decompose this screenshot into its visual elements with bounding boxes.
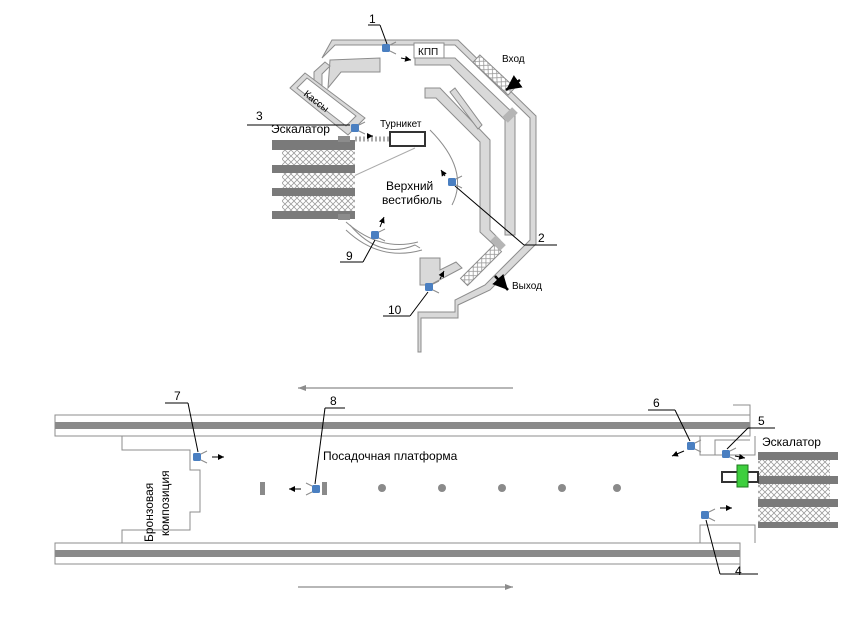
bronze-label-1: Бронзовая <box>142 483 156 542</box>
escalator-icon <box>758 452 838 528</box>
camera-5-number: 5 <box>758 414 765 428</box>
camera-2-icon <box>440 169 463 189</box>
exit-arrow-icon <box>492 273 509 291</box>
camera-2-number: 2 <box>538 231 545 245</box>
escalator-upper-label: Эскалатор <box>271 122 330 136</box>
bronze-label-2: композиция <box>158 470 172 536</box>
exit-label: Выход <box>512 281 542 292</box>
vestibule-label-1: Верхний <box>386 179 433 193</box>
camera-3-icon <box>350 121 373 139</box>
camera-7-number: 7 <box>174 389 181 403</box>
camera-4-icon <box>700 505 732 522</box>
camera-8-icon <box>289 482 321 496</box>
platform: Бронзовая композиция Посадочная платформ… <box>54 385 838 590</box>
escalator-lower-label: Эскалатор <box>762 435 821 449</box>
camera-6-number: 6 <box>653 396 660 410</box>
camera-4-number: 4 <box>735 564 742 578</box>
camera-10-number: 10 <box>388 303 402 317</box>
turnstile-icon <box>344 131 426 181</box>
camera-10-icon <box>424 270 445 294</box>
upper-vestibule: Кассы КПП Турникет <box>247 12 557 353</box>
camera-6-icon <box>671 439 702 457</box>
camera-9-icon <box>370 216 386 242</box>
camera-9-number: 9 <box>346 249 353 263</box>
camera-8-number: 8 <box>330 394 337 408</box>
entrance-arrow-icon <box>505 75 523 92</box>
camera-1-number: 1 <box>369 12 376 26</box>
platform-label: Посадочная платформа <box>323 449 458 463</box>
kpp-label: КПП <box>418 47 438 58</box>
turnstile-icon <box>721 464 759 488</box>
camera-7-icon <box>192 450 224 464</box>
camera-3-number: 3 <box>256 109 263 123</box>
entrance-doors <box>459 54 518 287</box>
escalator-icon <box>272 136 355 220</box>
entrance-label: Вход <box>502 54 525 65</box>
vestibule-label-2: вестибюль <box>382 193 442 207</box>
camera-1-icon <box>381 41 412 62</box>
turnstile-label: Турникет <box>380 119 422 130</box>
camera-5-icon <box>721 447 746 461</box>
